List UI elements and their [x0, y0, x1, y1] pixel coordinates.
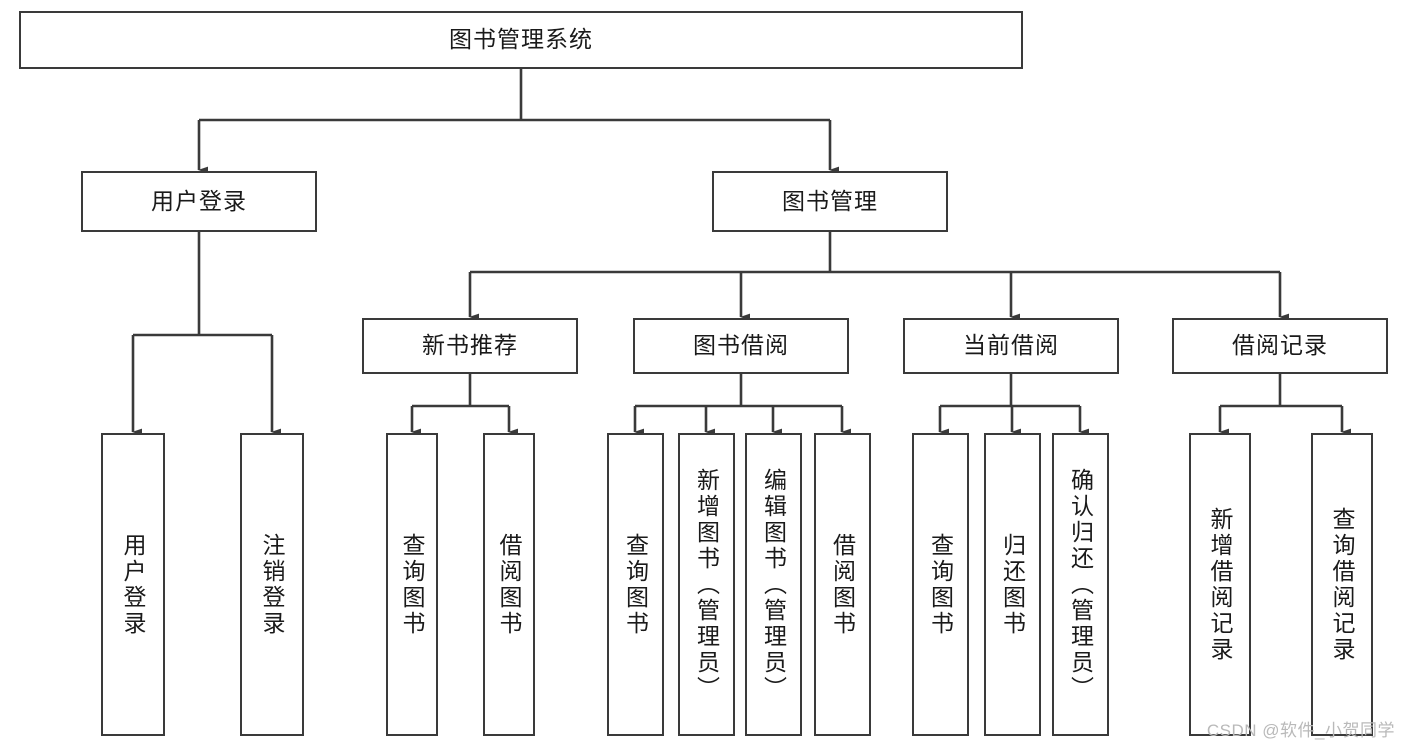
node-new-book-recommendation[interactable]: 新书推荐 — [362, 318, 578, 374]
node-leaf-add-borrow-record[interactable]: 新增借阅记录 — [1189, 433, 1251, 736]
node-label: 图书借阅 — [693, 332, 789, 359]
node-label: 借阅图书 — [829, 532, 856, 637]
node-leaf-borrow-book-b[interactable]: 借阅图书 — [814, 433, 871, 736]
node-label: 借阅记录 — [1232, 332, 1328, 359]
node-label: 用户登录 — [151, 187, 247, 214]
node-label: 用户登录 — [120, 532, 146, 637]
node-user-login[interactable]: 用户登录 — [81, 171, 317, 232]
node-leaf-edit-book-admin[interactable]: 编辑图书（管理员） — [745, 433, 802, 736]
node-label: 图书管理 — [782, 187, 878, 214]
node-label: 查询图书 — [927, 532, 954, 637]
edge-paths — [131, 69, 1351, 436]
node-label: 查询图书 — [399, 532, 425, 637]
node-leaf-confirm-return-admin[interactable]: 确认归还（管理员） — [1052, 433, 1109, 736]
node-leaf-query-book-c[interactable]: 查询图书 — [912, 433, 969, 736]
node-borrowing-record[interactable]: 借阅记录 — [1172, 318, 1388, 374]
node-book-borrowing[interactable]: 图书借阅 — [633, 318, 849, 374]
node-label: 借阅图书 — [496, 532, 522, 637]
node-label: 编辑图书（管理员） — [760, 467, 787, 702]
node-book-management[interactable]: 图书管理 — [712, 171, 948, 232]
node-leaf-return-book[interactable]: 归还图书 — [984, 433, 1041, 736]
node-label: 新增借阅记录 — [1207, 506, 1233, 663]
node-leaf-query-borrow-record[interactable]: 查询借阅记录 — [1311, 433, 1373, 736]
node-label: 新增图书（管理员） — [693, 467, 720, 702]
node-leaf-borrow-book-a[interactable]: 借阅图书 — [483, 433, 535, 736]
node-leaf-query-book-a[interactable]: 查询图书 — [386, 433, 438, 736]
node-leaf-query-book-b[interactable]: 查询图书 — [607, 433, 664, 736]
node-label: 新书推荐 — [422, 332, 518, 359]
node-label: 注销登录 — [259, 532, 285, 637]
node-label: 当前借阅 — [963, 332, 1059, 359]
node-root-book-management-system[interactable]: 图书管理系统 — [19, 11, 1023, 69]
node-label: 归还图书 — [999, 532, 1026, 637]
node-label: 图书管理系统 — [449, 26, 593, 53]
node-label: 查询借阅记录 — [1329, 506, 1355, 663]
node-leaf-add-book-admin[interactable]: 新增图书（管理员） — [678, 433, 735, 736]
node-label: 确认归还（管理员） — [1067, 467, 1094, 702]
node-leaf-user-login[interactable]: 用户登录 — [101, 433, 165, 736]
node-current-borrowing[interactable]: 当前借阅 — [903, 318, 1119, 374]
node-label: 查询图书 — [622, 532, 649, 637]
watermark-text: CSDN @软件_小贺同学 — [1206, 721, 1395, 740]
node-leaf-logout[interactable]: 注销登录 — [240, 433, 304, 736]
